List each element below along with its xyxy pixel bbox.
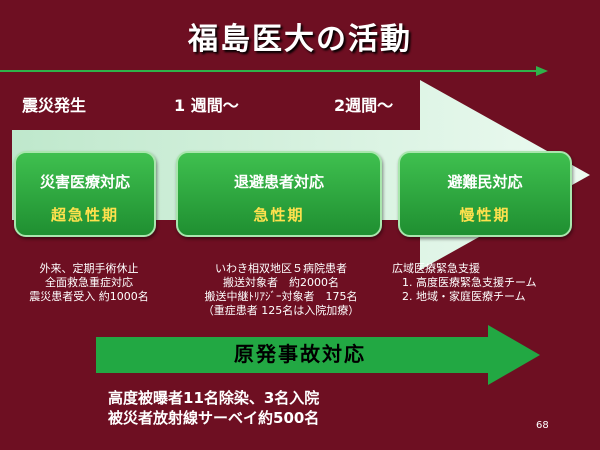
phase-3-heading: 避難民対応 — [447, 173, 523, 191]
timeline-start-label: 震災発生 — [22, 96, 87, 115]
timeline-arrow — [0, 66, 548, 76]
bottom-notes: 高度被曝者11名除染、3名入院 被災者放射線サーベイ約500名 — [108, 388, 319, 428]
bottom-line: 被災者放射線サーベイ約500名 — [108, 409, 320, 427]
note-line: （重症患者 125名は入院加療） — [202, 304, 360, 317]
note-col3-title: 広域医療緊急支援 — [392, 262, 480, 275]
note-line: 搬送中継ﾄﾘｱｼﾞｰ対象者 175名 — [204, 290, 358, 303]
phase-box-1: 災害医療対応 超急性期 — [14, 151, 156, 237]
timeline-week2-label: 2週間〜 — [334, 96, 394, 115]
phase-3-period: 慢性期 — [459, 206, 511, 224]
page-number: 68 — [536, 420, 549, 431]
note-line: 震災患者受入 約1000名 — [29, 290, 149, 303]
note-col3-list: 高度医療緊急支援チーム 地域・家庭医療チーム — [392, 276, 596, 304]
nuclear-response-label: 原発事故対応 — [234, 342, 366, 366]
note-line: 全面救急重症対応 — [45, 276, 133, 289]
phase-box-2: 退避患者対応 急性期 — [176, 151, 382, 237]
notes-col-2: いわき相双地区５病院患者 搬送対象者 約2000名 搬送中継ﾄﾘｱｼﾞｰ対象者 … — [176, 262, 386, 318]
phase-2-heading: 退避患者対応 — [233, 173, 324, 191]
bottom-line: 高度被曝者11名除染、3名入院 — [108, 389, 320, 407]
list-item: 高度医療緊急支援チーム — [416, 276, 596, 290]
note-line: いわき相双地区５病院患者 — [215, 262, 347, 275]
list-item: 地域・家庭医療チーム — [416, 290, 596, 304]
note-line: 外来、定期手術休止 — [39, 262, 139, 275]
notes-col-3: 広域医療緊急支援 高度医療緊急支援チーム 地域・家庭医療チーム — [392, 262, 596, 304]
phase-1-period: 超急性期 — [50, 206, 119, 224]
note-line: 搬送対象者 約2000名 — [223, 276, 339, 289]
nuclear-response-arrow — [96, 325, 540, 385]
notes-col-1: 外来、定期手術休止 全面救急重症対応 震災患者受入 約1000名 — [4, 262, 174, 304]
timeline-week1-label: 1 週間〜 — [174, 96, 239, 115]
phase-box-3: 避難民対応 慢性期 — [398, 151, 572, 237]
slide-title: 福島医大の活動 — [188, 22, 412, 57]
phase-2-period: 急性期 — [253, 206, 305, 224]
phase-1-heading: 災害医療対応 — [39, 173, 130, 191]
